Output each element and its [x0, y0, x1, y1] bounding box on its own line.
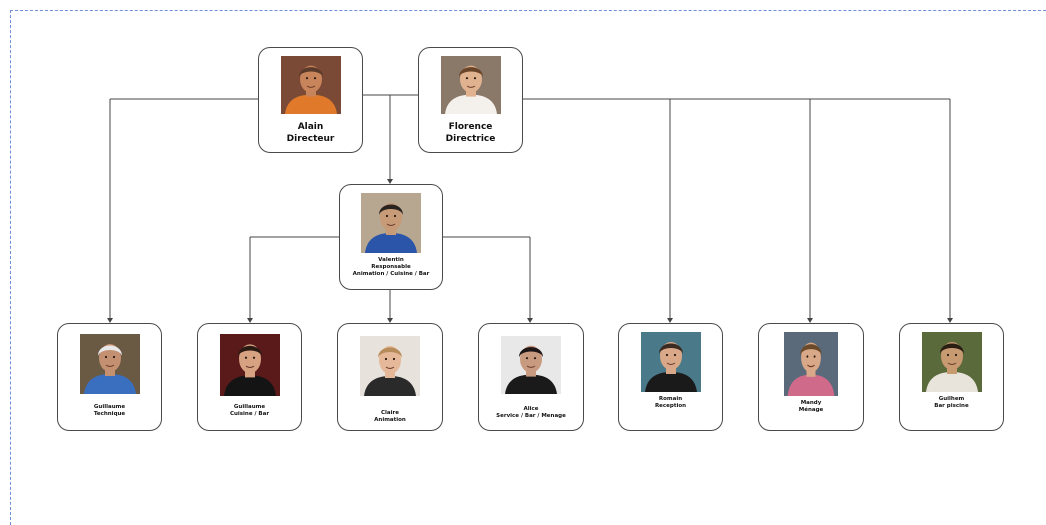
director-name: Alain: [297, 122, 324, 132]
staff-role: Animation: [374, 417, 406, 424]
card-staff: Mandy Ménage: [758, 323, 864, 431]
card-staff: Guillaume Cuisine / Bar: [197, 323, 302, 431]
photo-director-alain: [280, 56, 341, 114]
card-director-florence: Florence Directrice: [418, 47, 523, 153]
manager-name: Valentin: [378, 257, 404, 263]
staff-role: Service / Bar / Menage: [496, 413, 566, 420]
photo-manager-valentin: [361, 193, 421, 253]
staff-name: Romain: [658, 396, 683, 402]
staff-role: Reception: [654, 403, 687, 410]
photo-director-florence: [440, 56, 501, 114]
card-staff: Romain Reception: [618, 323, 723, 431]
card-staff: Guillaume Technique: [57, 323, 162, 431]
photo-staff: [784, 332, 838, 396]
staff-role: Bar piscine: [934, 403, 969, 410]
staff-role: Technique: [93, 411, 126, 418]
manager-role-detail: Animation / Cuisine / Bar: [352, 271, 430, 278]
photo-staff: [501, 336, 561, 394]
director-role: Directrice: [445, 133, 496, 144]
card-staff: Alice Service / Bar / Menage: [478, 323, 584, 431]
staff-name: Claire: [381, 410, 399, 416]
staff-role: Cuisine / Bar: [229, 411, 270, 418]
staff-name: Mandy: [800, 400, 822, 406]
card-staff: Claire Animation: [337, 323, 443, 431]
staff-role: Ménage: [798, 407, 824, 414]
photo-staff: [219, 334, 280, 396]
staff-name: Guillaume: [93, 404, 126, 410]
director-role: Directeur: [286, 133, 335, 144]
staff-name: Guillaume: [233, 404, 266, 410]
photo-staff: [360, 336, 420, 396]
staff-name: Alice: [523, 406, 539, 412]
page-border: [10, 10, 1046, 525]
staff-name: Guilhem: [938, 396, 965, 402]
photo-staff: [79, 334, 140, 394]
director-name: Florence: [448, 122, 493, 132]
card-staff: Guilhem Bar piscine: [899, 323, 1004, 431]
photo-staff: [921, 332, 982, 392]
manager-role: Responsable: [371, 264, 411, 271]
card-manager-valentin: Valentin Responsable Animation / Cuisine…: [339, 184, 443, 290]
card-director-alain: Alain Directeur: [258, 47, 363, 153]
photo-staff: [640, 332, 701, 392]
